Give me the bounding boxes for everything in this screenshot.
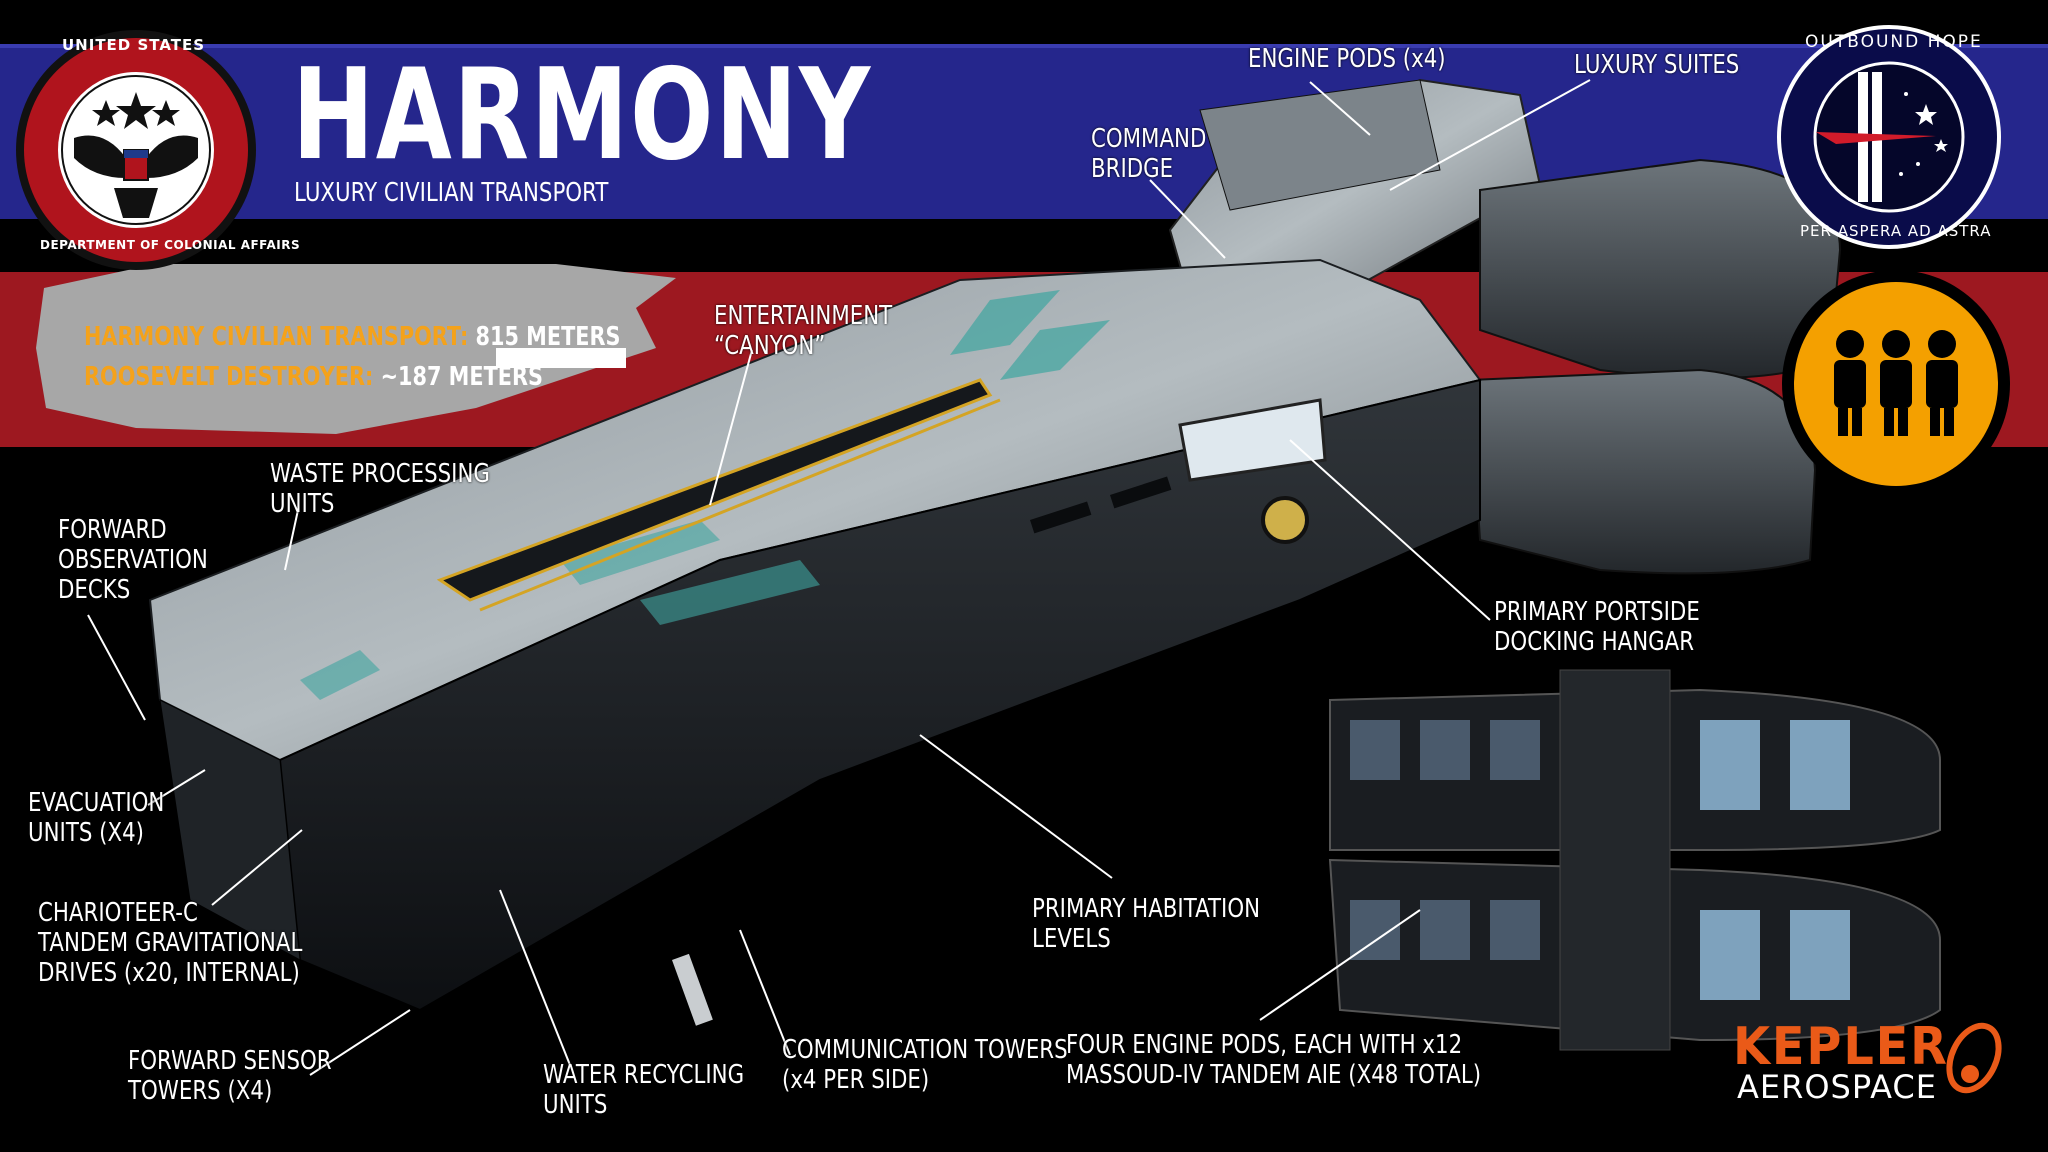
label-communication: COMMUNICATION TOWERS (x4 PER SIDE)	[782, 1035, 1068, 1095]
seal-right-bottom-text: PER ASPERA AD ASTRA	[1800, 222, 1992, 240]
leader-evacuation	[147, 769, 206, 806]
scale-line-roosevelt: ROOSEVELT DESTROYER: ~187 METERS	[84, 362, 543, 392]
label-primary-habitation: PRIMARY HABITATION LEVELS	[1032, 894, 1261, 954]
outbound-hope-seal	[1777, 25, 2001, 249]
leader-charioteer	[211, 829, 303, 906]
label-waste-processing: WASTE PROCESSING UNITS	[270, 459, 490, 519]
kepler-orbit-icon	[1946, 1022, 2002, 1094]
leader-portside	[1289, 439, 1491, 621]
scale-harmony-value: 815 METERS	[475, 322, 621, 352]
leader-sensor	[309, 1009, 411, 1076]
seal-right-top-text: OUTBOUND HOPE	[1805, 32, 1983, 52]
scale-line-harmony: HARMONY CIVILIAN TRANSPORT: 815 METERS	[84, 322, 620, 352]
label-charioteer: CHARIOTEER-C TANDEM GRAVITATIONAL DRIVES…	[38, 898, 303, 988]
scale-harmony-name: HARMONY CIVILIAN TRANSPORT:	[84, 322, 469, 352]
label-entertainment: ENTERTAINMENT “CANYON”	[714, 301, 893, 361]
header-band-edge	[0, 44, 2048, 48]
leader-waste	[284, 509, 299, 571]
colonial-affairs-seal	[16, 30, 256, 270]
scale-roosevelt-name: ROOSEVELT DESTROYER:	[84, 362, 374, 392]
label-command-bridge: COMMAND BRIDGE	[1091, 124, 1207, 184]
leader-luxury-suites	[1389, 79, 1591, 191]
seal-left-top-text: UNITED STATES	[62, 36, 206, 54]
passenger-capacity-icon	[1782, 270, 2010, 498]
leader-habitation	[919, 734, 1113, 879]
leader-observation	[87, 614, 146, 721]
kepler-logo-text: KEPLER	[1733, 1017, 1949, 1077]
scale-silhouette	[36, 264, 676, 434]
label-primary-portside: PRIMARY PORTSIDE DOCKING HANGAR	[1494, 597, 1700, 657]
leader-communication	[739, 929, 791, 1056]
page-subtitle: LUXURY CIVILIAN TRANSPORT	[294, 178, 609, 208]
page-title: HARMONY	[292, 41, 872, 188]
label-forward-observation: FORWARD OBSERVATION DECKS	[58, 515, 208, 605]
seal-left-bottom-text: DEPARTMENT OF COLONIAL AFFAIRS	[40, 238, 301, 252]
leader-engine-pods	[1309, 81, 1371, 136]
label-evacuation: EVACUATION UNITS (X4)	[28, 788, 165, 848]
leader-engine-aie	[1259, 909, 1421, 1021]
scale-roosevelt-value: ~187 METERS	[380, 362, 543, 392]
label-four-engine-pods: FOUR ENGINE PODS, EACH WITH x12 MASSOUD-…	[1066, 1030, 1482, 1090]
label-forward-sensor: FORWARD SENSOR TOWERS (X4)	[128, 1046, 332, 1106]
leader-command-bridge	[1149, 179, 1226, 259]
label-engine-pods: ENGINE PODS (x4)	[1248, 44, 1446, 74]
label-water-recycling: WATER RECYCLING UNITS	[543, 1060, 745, 1120]
label-luxury-suites: LUXURY SUITES	[1574, 50, 1740, 80]
leader-water	[499, 889, 571, 1066]
kepler-logo-subtext: AEROSPACE	[1737, 1068, 1937, 1106]
leader-entertainment	[709, 349, 753, 506]
